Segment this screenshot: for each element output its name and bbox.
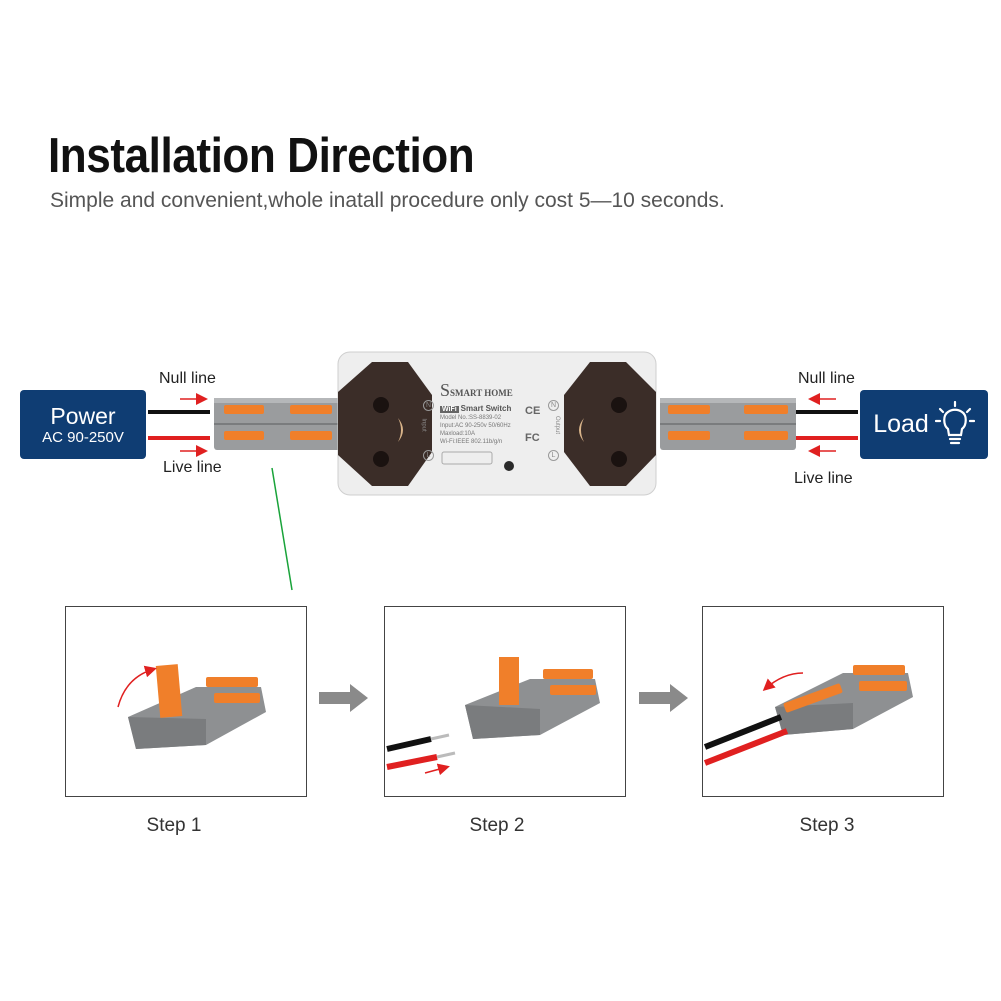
input-spec: Input:AC 90-250v 50/60Hz [440, 423, 511, 429]
brand-name: SMART HOME [450, 388, 513, 398]
step-2-illustration [386, 657, 600, 776]
brand-initial: S [440, 380, 451, 400]
output-live-line-label: Live line [794, 470, 853, 487]
input-null-line-label: Null line [159, 370, 216, 387]
device-label-area: SSMART HOME WiFi Smart Switch Model No.:… [440, 380, 560, 446]
step-1-label: Step 1 [146, 815, 202, 836]
load-label: Load [873, 410, 929, 438]
light-bulb-icon [934, 400, 975, 444]
step-3-close-arrow-icon [762, 672, 804, 691]
output-side-label: Output [554, 415, 561, 435]
step-3-label: Step 3 [799, 815, 855, 836]
power-box: Power AC 90-250V [20, 390, 146, 459]
wifi-badge: WiFi [440, 406, 459, 413]
input-n-mark: N [423, 400, 434, 411]
output-wires [796, 393, 858, 457]
step-3-frame [702, 606, 944, 797]
input-wires [148, 393, 210, 457]
step-1-frame [65, 606, 307, 797]
wifi-spec: Wi-Fi:IEEE 802.11b/g/n [440, 439, 503, 445]
brand-logo: SSMART HOME [440, 380, 560, 401]
output-l-mark: L [548, 450, 559, 461]
maxload-spec: Maxload:10A [440, 431, 476, 437]
output-n-mark: N [548, 400, 559, 411]
product-name: Smart Switch [460, 404, 512, 413]
step-3-illustration [703, 665, 913, 766]
model-text: Model No.:SS-8839-02 [440, 415, 502, 421]
step-2-label: Step 2 [469, 815, 525, 836]
input-connector [214, 398, 342, 450]
input-side-label: Input [420, 418, 427, 432]
output-connector [660, 398, 796, 450]
page-subtitle: Simple and convenient,whole inatall proc… [50, 189, 725, 212]
input-l-mark: L [423, 450, 434, 461]
step-2-frame [384, 606, 626, 797]
smart-switch-device [337, 351, 657, 496]
step-2-insert-arrow-icon [424, 763, 450, 776]
load-box: Load [860, 390, 988, 459]
input-live-line-label: Live line [163, 459, 222, 476]
step-1-lift-arrow-icon [117, 665, 157, 708]
page-title: Installation Direction [48, 129, 475, 183]
power-label: Power [50, 402, 116, 429]
ce-mark: CE [525, 405, 541, 417]
fcc-mark: FC [525, 432, 540, 444]
power-voltage: AC 90-250V [42, 428, 124, 446]
step-1-illustration [117, 664, 266, 749]
output-null-line-label: Null line [798, 370, 855, 387]
